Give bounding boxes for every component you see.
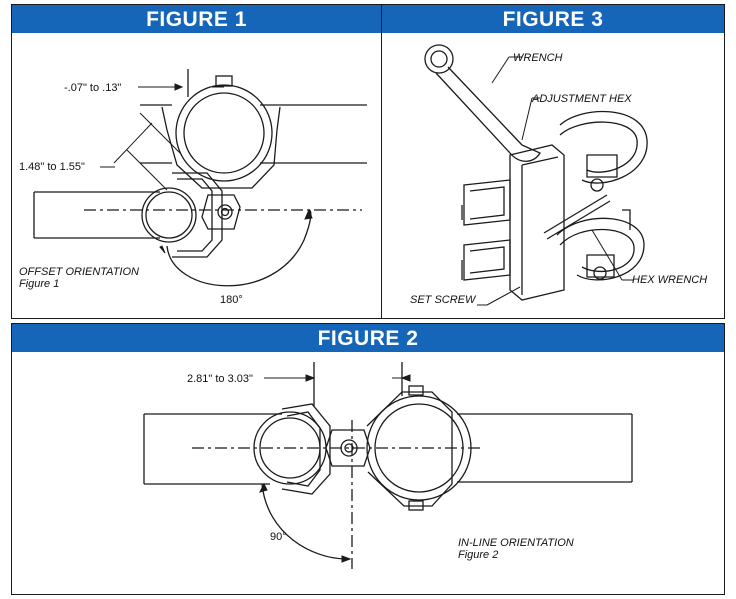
dim-top-label: -.07" to .13" [64, 82, 121, 94]
figure-1-drawing: -.07" to .13" 1.48" to 1.55" 180° OFFSET… [19, 69, 367, 306]
figure-3-panel: FIGURE 3 [381, 4, 725, 319]
figure-3-drawing: WRENCH ADJUSTMENT HEX HEX WRENCH SET SCR… [410, 44, 707, 306]
caption-sub: Figure 1 [19, 278, 59, 290]
figure-1-header: FIGURE 1 [12, 5, 381, 33]
callout-hex-wrench: HEX WRENCH [632, 274, 707, 286]
figure-2-panel: FIGURE 2 [11, 323, 725, 595]
callout-wrench: WRENCH [513, 52, 563, 64]
caption-title: IN-LINE ORIENTATION [458, 537, 574, 549]
caption-sub: Figure 2 [458, 549, 498, 561]
angle-label: 180° [220, 294, 243, 306]
callout-adjustment-hex: ADJUSTMENT HEX [531, 93, 632, 105]
figure-3-header: FIGURE 3 [382, 5, 724, 33]
figure-2-header: FIGURE 2 [12, 324, 724, 352]
caption-title: OFFSET ORIENTATION [19, 266, 139, 278]
angle-label: 90° [270, 531, 287, 543]
figure-2-drawing: 2.81" to 3.03" 90° IN-LINE ORIENTATION F… [143, 362, 633, 569]
dim-diag-label: 1.48" to 1.55" [19, 161, 85, 173]
callout-set-screw: SET SCREW [410, 294, 477, 306]
dim-top-label: 2.81" to 3.03" [187, 373, 253, 385]
figure-1-panel: FIGURE 1 [11, 4, 382, 319]
